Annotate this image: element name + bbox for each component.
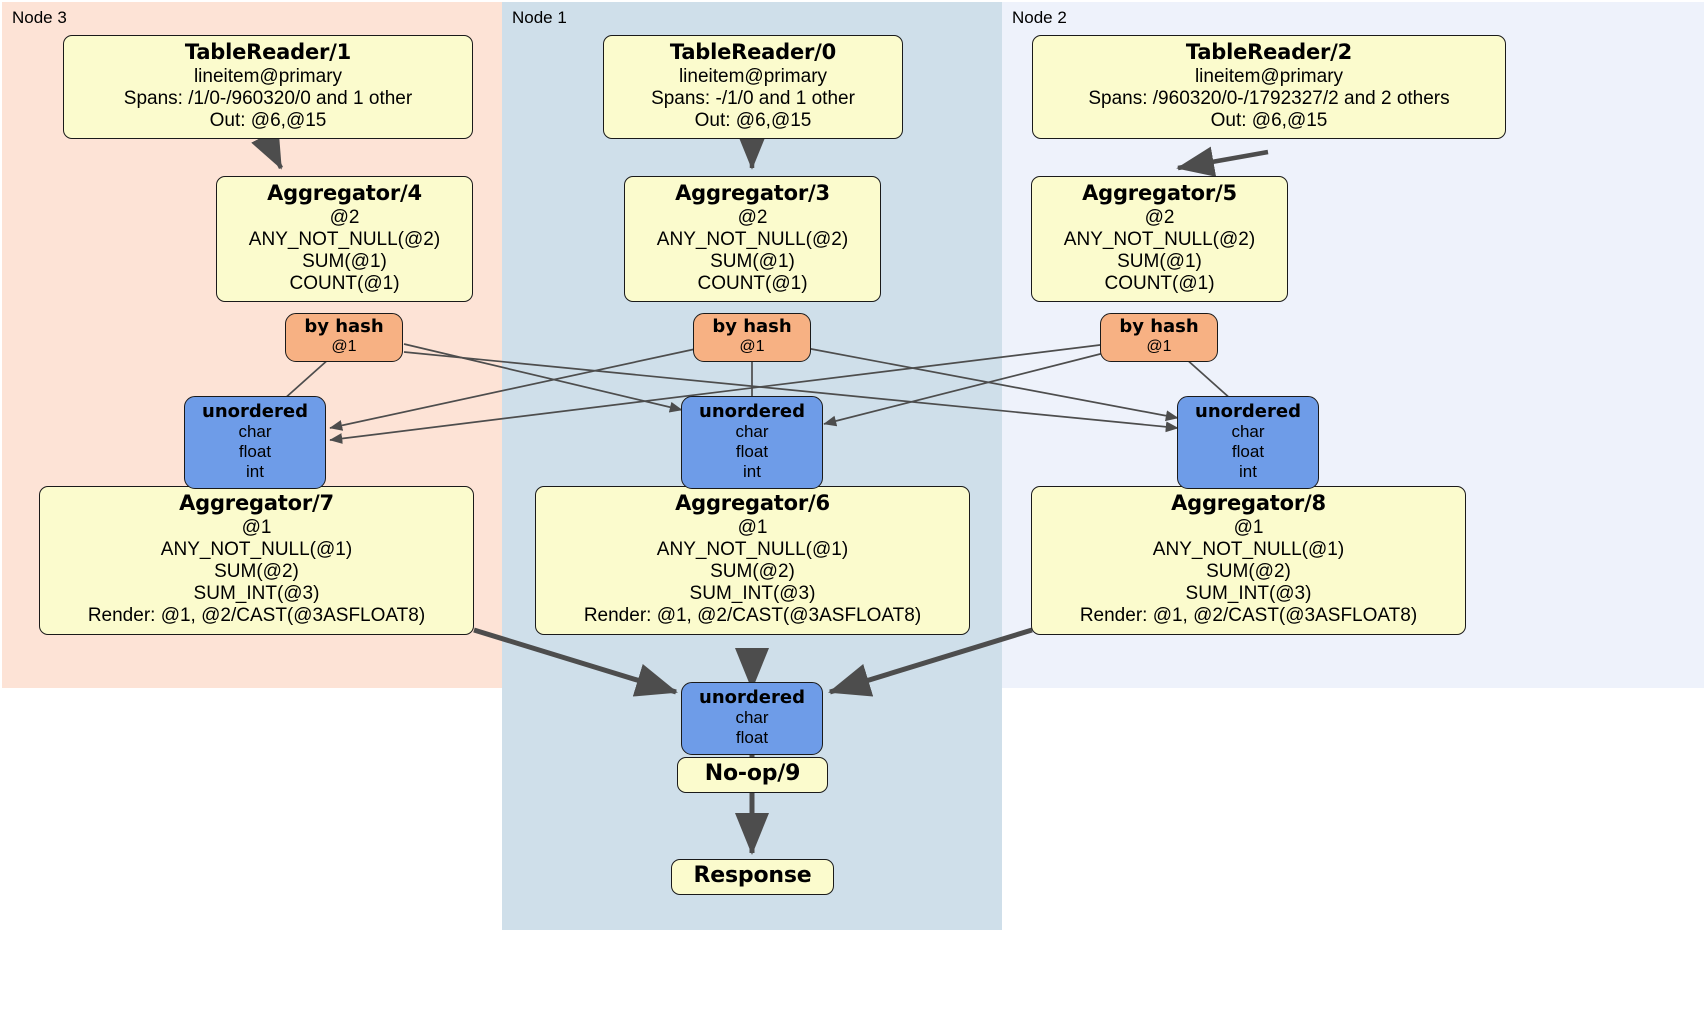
processor-title: Aggregator/6 — [675, 491, 830, 515]
receiver-title: unordered — [699, 401, 805, 422]
processor-aggregator-7[interactable]: Aggregator/7 @1 ANY_NOT_NULL(@1) SUM(@2)… — [39, 486, 474, 635]
processor-title: Response — [693, 863, 812, 888]
processor-noop-9[interactable]: No-op/9 — [677, 757, 828, 793]
receiver-line: char — [1231, 422, 1265, 442]
receiver-line: int — [246, 462, 264, 482]
router-title: by hash — [1119, 316, 1199, 337]
receiver-unordered-node3[interactable]: unordered char float int — [184, 396, 326, 490]
processor-title: Aggregator/7 — [179, 491, 334, 515]
processor-line: lineitem@primary — [193, 65, 343, 87]
receiver-unordered-final[interactable]: unordered char float — [681, 682, 823, 756]
processor-line: @2 — [737, 206, 768, 228]
router-line: @1 — [739, 337, 765, 355]
router-by-hash-node1[interactable]: by hash @1 — [693, 313, 811, 363]
processor-title: Aggregator/5 — [1082, 181, 1237, 205]
processor-title: TableReader/0 — [669, 40, 837, 64]
processor-line: SUM_INT(@3) — [193, 583, 320, 605]
router-by-hash-node2[interactable]: by hash @1 — [1100, 313, 1218, 363]
receiver-line: float — [735, 442, 769, 462]
processor-line: @1 — [1233, 516, 1264, 538]
processor-line: @1 — [241, 516, 272, 538]
processor-line: ANY_NOT_NULL(@2) — [248, 228, 441, 250]
processor-title: TableReader/1 — [184, 40, 352, 64]
processor-line: Spans: /1/0-/960320/0 and 1 other — [123, 87, 413, 109]
receiver-title: unordered — [1195, 401, 1301, 422]
processor-title: Aggregator/3 — [675, 181, 830, 205]
router-title: by hash — [304, 316, 384, 337]
processor-line: Out: @6,@15 — [694, 110, 812, 131]
processor-line: COUNT(@1) — [289, 273, 400, 295]
processor-tablereader-2[interactable]: TableReader/2 lineitem@primary Spans: /9… — [1032, 35, 1506, 140]
processor-line: ANY_NOT_NULL(@1) — [656, 538, 849, 560]
processor-line: @2 — [329, 206, 360, 228]
receiver-line: char — [735, 422, 769, 442]
processor-line: SUM_INT(@3) — [689, 583, 816, 605]
receiver-line: float — [735, 728, 769, 748]
processor-aggregator-8[interactable]: Aggregator/8 @1 ANY_NOT_NULL(@1) SUM(@2)… — [1031, 486, 1466, 635]
node-panel-label: Node 2 — [1012, 8, 1067, 27]
receiver-line: int — [743, 462, 761, 482]
processor-aggregator-3[interactable]: Aggregator/3 @2 ANY_NOT_NULL(@2) SUM(@1)… — [624, 176, 881, 303]
processor-aggregator-5[interactable]: Aggregator/5 @2 ANY_NOT_NULL(@2) SUM(@1)… — [1031, 176, 1288, 303]
router-line: @1 — [331, 337, 357, 355]
receiver-unordered-node1[interactable]: unordered char float int — [681, 396, 823, 490]
processor-line: SUM(@1) — [710, 251, 795, 272]
processor-line: SUM(@2) — [710, 561, 795, 582]
processor-aggregator-4[interactable]: Aggregator/4 @2 ANY_NOT_NULL(@2) SUM(@1)… — [216, 176, 473, 303]
processor-line: Out: @6,@15 — [1210, 110, 1328, 131]
processor-line: SUM(@2) — [1206, 561, 1291, 582]
router-line: @1 — [1146, 337, 1172, 355]
processor-line: Render: @1, @2/CAST(@3ASFLOAT8) — [87, 605, 426, 627]
processor-title: Aggregator/8 — [1171, 491, 1326, 515]
receiver-line: float — [238, 442, 272, 462]
processor-line: Spans: /960320/0-/1792327/2 and 2 others — [1088, 87, 1450, 109]
processor-title: No-op/9 — [704, 761, 801, 786]
receiver-line: float — [1231, 442, 1265, 462]
processor-line: ANY_NOT_NULL(@2) — [656, 228, 849, 250]
processor-line: COUNT(@1) — [697, 273, 808, 295]
processor-line: Render: @1, @2/CAST(@3ASFLOAT8) — [1079, 605, 1418, 627]
receiver-title: unordered — [202, 401, 308, 422]
processor-line: COUNT(@1) — [1104, 273, 1215, 295]
processor-line: SUM_INT(@3) — [1185, 583, 1312, 605]
processor-line: @1 — [737, 516, 768, 538]
receiver-title: unordered — [699, 687, 805, 708]
processor-tablereader-1[interactable]: TableReader/1 lineitem@primary Spans: /1… — [63, 35, 473, 140]
processor-line: lineitem@primary — [1194, 65, 1344, 87]
processor-line: Out: @6,@15 — [209, 110, 327, 131]
processor-line: ANY_NOT_NULL(@1) — [160, 538, 353, 560]
receiver-line: int — [1239, 462, 1257, 482]
node-panel-label: Node 1 — [512, 8, 567, 27]
processor-line: ANY_NOT_NULL(@2) — [1063, 228, 1256, 250]
node-panel-label: Node 3 — [12, 8, 67, 27]
receiver-unordered-node2[interactable]: unordered char float int — [1177, 396, 1319, 490]
processor-line: SUM(@1) — [1117, 251, 1202, 272]
processor-response[interactable]: Response — [671, 859, 834, 895]
router-by-hash-node3[interactable]: by hash @1 — [285, 313, 403, 363]
processor-line: SUM(@2) — [214, 561, 299, 582]
receiver-line: char — [735, 708, 769, 728]
router-title: by hash — [712, 316, 792, 337]
processor-line: lineitem@primary — [678, 65, 828, 87]
processor-line: ANY_NOT_NULL(@1) — [1152, 538, 1345, 560]
processor-aggregator-6[interactable]: Aggregator/6 @1 ANY_NOT_NULL(@1) SUM(@2)… — [535, 486, 970, 635]
processor-line: Spans: -/1/0 and 1 other — [651, 87, 855, 109]
processor-line: @2 — [1144, 206, 1175, 228]
processor-line: SUM(@1) — [302, 251, 387, 272]
processor-line: Render: @1, @2/CAST(@3ASFLOAT8) — [583, 605, 922, 627]
processor-title: TableReader/2 — [1185, 40, 1353, 64]
processor-title: Aggregator/4 — [267, 181, 422, 205]
processor-tablereader-0[interactable]: TableReader/0 lineitem@primary Spans: -/… — [603, 35, 903, 140]
receiver-line: char — [238, 422, 272, 442]
